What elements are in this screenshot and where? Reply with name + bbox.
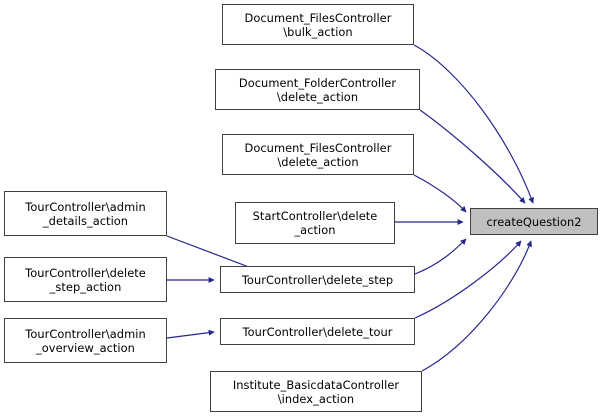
graph-node-label: createQuestion2: [486, 214, 582, 229]
graph-node-tour_delete_step[interactable]: TourController\delete_step: [220, 266, 415, 293]
graph-node-doc_files_bulk[interactable]: Document_FilesController \bulk_action: [222, 4, 414, 45]
graph-node-start_delete[interactable]: StartController\delete _action: [235, 202, 395, 244]
graph-node-tour_delete_step_act[interactable]: TourController\delete _step_action: [4, 257, 167, 302]
graph-node-create_question2[interactable]: createQuestion2: [470, 208, 598, 235]
graph-node-tour_delete_tour[interactable]: TourController\delete_tour: [220, 318, 415, 345]
graph-node-label: TourController\delete _step_action: [25, 265, 146, 294]
graph-edge: [166, 329, 215, 339]
graph-node-label: TourController\delete_step: [241, 272, 394, 287]
graph-node-tour_admin_overview[interactable]: TourController\admin _overview_action: [4, 318, 167, 363]
graph-node-label: TourController\admin _details_action: [25, 199, 146, 228]
graph-edge: [413, 44, 534, 204]
graph-node-doc_files_delete[interactable]: Document_FilesController \delete_action: [222, 134, 414, 175]
graph-node-label: Document_FolderController \delete_action: [238, 75, 397, 104]
graph-node-label: StartController\delete _action: [252, 209, 378, 237]
graph-node-doc_folder_delete[interactable]: Document_FolderController \delete_action: [215, 69, 420, 110]
graph-edge: [419, 109, 526, 204]
graph-node-tour_admin_details[interactable]: TourController\admin _details_action: [4, 191, 167, 236]
graph-node-label: Document_FilesController \bulk_action: [244, 10, 392, 39]
graph-edge: [414, 240, 522, 319]
graph-node-label: Institute_BasicdataController \index_act…: [232, 377, 400, 406]
graph-node-label: TourController\admin _overview_action: [25, 326, 146, 355]
graph-node-institute_index[interactable]: Institute_BasicdataController \index_act…: [210, 371, 422, 412]
graph-edge: [414, 238, 467, 275]
graph-edge: [413, 174, 467, 213]
graph-edge: [421, 240, 532, 372]
graph-node-label: Document_FilesController \delete_action: [244, 140, 392, 169]
graph-node-label: TourController\delete_tour: [242, 324, 393, 339]
